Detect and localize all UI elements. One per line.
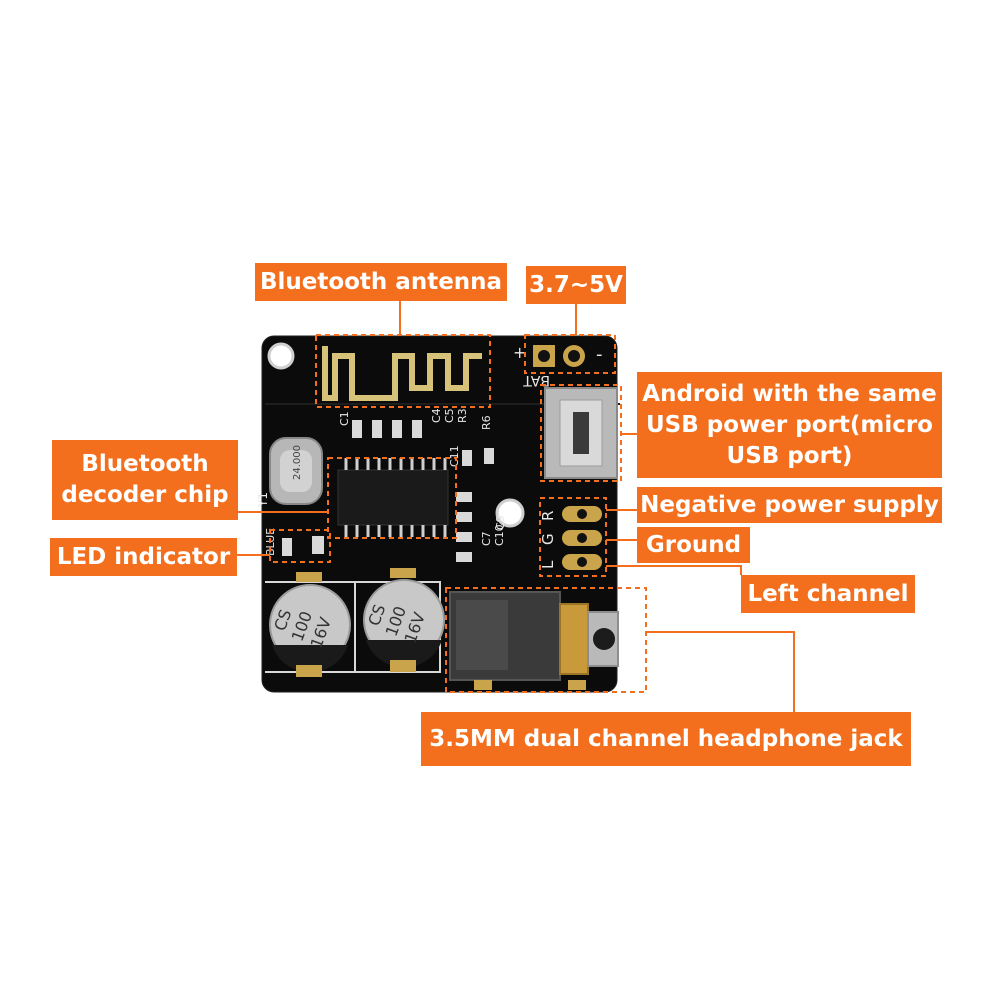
svg-text:C11: C11 (448, 445, 461, 467)
audio-output-pads: R G L (539, 506, 602, 570)
mounting-hole (267, 342, 295, 370)
capacitor-left: CS 100 16V (269, 572, 351, 677)
antenna-highlight (315, 334, 491, 408)
crystal-oscillator: 24.000 Y1 (256, 437, 323, 508)
bluetooth-antenna-trace (322, 346, 482, 401)
pin-g-label: G (539, 533, 557, 545)
svg-text:C4: C4 (430, 408, 443, 423)
capacitor-right: CS 100 16V (363, 568, 445, 672)
pin-r-label: R (539, 511, 557, 521)
callout-negative-supply: Negative power supply (637, 487, 942, 523)
svg-text:R6: R6 (480, 415, 493, 430)
callout-bluetooth-antenna: Bluetooth antenna (255, 263, 507, 301)
plus-label: + (513, 343, 526, 362)
leader-lines (237, 300, 795, 712)
svg-text:C10: C10 (493, 524, 506, 546)
callout-left-channel: Left channel (741, 575, 915, 613)
callout-led-indicator: LED indicator (50, 538, 237, 576)
callout-ground: Ground (637, 527, 750, 563)
jack-highlight (445, 587, 647, 693)
mounting-hole (495, 498, 525, 528)
led-highlight (269, 529, 331, 563)
leader-jack (646, 631, 795, 712)
callout-decoder-chip: Bluetooth decoder chip (52, 440, 238, 520)
svg-text:C5: C5 (443, 408, 456, 423)
silkscreen-refs: C1 C4 C5 R3 R6 C11 C7 C10 C9 BLUE (264, 408, 507, 556)
svg-text:C1: C1 (338, 411, 351, 426)
callout-headphone-jack: 3.5MM dual channel headphone jack (421, 712, 911, 766)
svg-text:R3: R3 (456, 408, 469, 423)
callout-usb-port: Android with the same USB power port(mic… (637, 372, 942, 478)
decoder-chip (337, 458, 449, 537)
headphone-jack (449, 591, 619, 690)
callout-voltage: 3.7~5V (526, 266, 626, 304)
minus-label: - (596, 344, 603, 365)
micro-usb-port (544, 387, 618, 479)
leader-left (606, 565, 742, 575)
pin-l-label: L (539, 560, 557, 569)
battery-highlight (524, 334, 616, 374)
svg-text:C9: C9 (494, 515, 507, 530)
y1-label: Y1 (256, 492, 270, 508)
smd-components (282, 420, 494, 562)
crystal-label: 24.000 (292, 445, 303, 480)
chip-highlight (327, 457, 457, 539)
svg-text:C7: C7 (480, 531, 493, 546)
